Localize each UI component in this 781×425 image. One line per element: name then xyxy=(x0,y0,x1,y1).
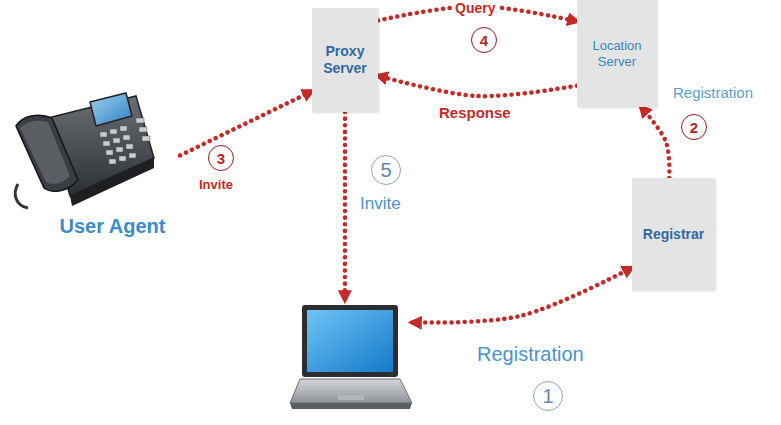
node-label: User Agent xyxy=(60,214,166,238)
dotted-connector xyxy=(412,268,632,323)
edge-label: Registration xyxy=(474,343,587,366)
edge-label: Query xyxy=(452,0,498,16)
callout-number: 5 xyxy=(371,155,401,185)
laptop-node xyxy=(290,300,412,412)
edge-label: Invite xyxy=(196,178,236,193)
node-label: Registrar xyxy=(643,226,704,243)
dotted-connector xyxy=(641,107,669,178)
dotted-connector xyxy=(343,112,348,300)
location-server-box: Location Server xyxy=(577,0,657,107)
node-label: Location Server xyxy=(581,38,653,69)
phone-illustration xyxy=(8,88,158,213)
callout-number: 2 xyxy=(681,114,707,140)
callout-number: 4 xyxy=(471,27,497,53)
dotted-connector xyxy=(180,91,312,155)
edge-label: Registration xyxy=(670,84,756,101)
dotted-connector xyxy=(378,76,577,97)
user-agent: User Agent xyxy=(45,88,180,238)
edge-label: Response xyxy=(436,104,514,121)
callout-number: 3 xyxy=(208,145,234,171)
edge-label: Invite xyxy=(357,194,404,214)
proxy-server-box: Proxy Server xyxy=(312,8,378,112)
laptop-illustration xyxy=(288,303,414,413)
callout-number: 1 xyxy=(533,381,563,411)
registrar-box: Registrar xyxy=(632,178,715,290)
node-label: Proxy Server xyxy=(316,43,374,77)
